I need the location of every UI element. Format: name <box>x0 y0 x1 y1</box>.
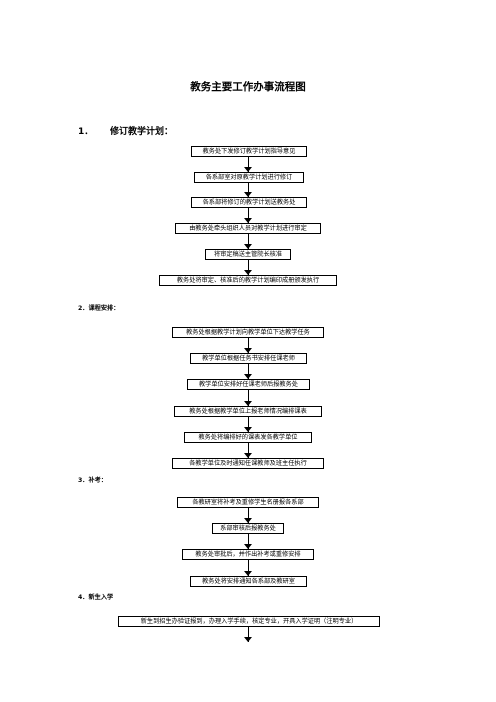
flow1-arrow-5 <box>244 260 252 275</box>
flow2-step-2: 教学单位根据任务书安排任课老师 <box>190 353 307 364</box>
page-title: 教务主要工作办事流程图 <box>190 81 306 93</box>
flow2-arrow-5 <box>244 443 252 458</box>
flow2-arrow-1 <box>244 338 252 353</box>
flow2-step-3: 教学单位安排好任课老师后报教务处 <box>187 379 310 390</box>
flow4-step-1: 新生到招生办验证报到，办理入学手续，核定专业，开具入学证明（注明专业） <box>118 616 380 627</box>
section-3-heading: 3．补考： <box>78 477 108 484</box>
flow2-step-6: 各教学单位及时通知任课教师及班主任执行 <box>172 458 324 469</box>
flow2-step-1: 教务处根据教学计划向教学单位下达教学任务 <box>172 327 324 338</box>
flow2-arrow-3 <box>244 390 252 406</box>
flow3-step-2: 系部审核后报教务处 <box>212 523 284 534</box>
flow1-arrow-4 <box>244 234 252 249</box>
flow1-arrow-1 <box>244 157 252 172</box>
section-1-number: 1． <box>78 127 94 137</box>
section-1-label: 修订教学计划： <box>110 127 174 137</box>
flow2-arrow-2 <box>244 364 252 379</box>
flow1-step-6: 教务处将审定、核准后的教学计划编印成册颁发执行 <box>159 275 337 286</box>
flow3-step-4: 教务处将安排通知各系部及教研室 <box>190 576 307 587</box>
flow3-arrow-3 <box>244 560 252 576</box>
flow4-arrow-1 <box>244 627 252 642</box>
section-2-heading: 2．课程安排： <box>78 305 120 312</box>
flow2-arrow-4 <box>244 417 252 432</box>
flow2-step-4: 教务处根据教学单位上报老师情况编排课表 <box>174 406 322 417</box>
flow1-arrow-3 <box>244 208 252 223</box>
flow3-step-3: 教务处审批后，并作出补考或重修安排 <box>182 549 314 560</box>
flow1-arrow-2 <box>244 183 252 197</box>
section-4-heading: 4．新生入学 <box>78 594 114 601</box>
flow3-step-1: 各教研室将补考及重修学生名册报各系部 <box>177 497 319 508</box>
flow3-arrow-2 <box>244 534 252 549</box>
flow1-step-5: 将审定稿送主管院长核准 <box>205 249 291 260</box>
flow1-step-2: 各系部室对原教学计划进行修订 <box>194 172 304 183</box>
flow1-step-1: 教务处下发修订教学计划指导意见 <box>191 146 307 157</box>
flow3-arrow-1 <box>244 508 252 523</box>
flow1-step-4: 由教务处牵头组织人员对教学计划进行审定 <box>175 223 321 234</box>
section-1-heading: 1． 修订教学计划： <box>78 124 173 137</box>
flow2-step-5: 教务处将编排好的课表发各教学单位 <box>184 432 312 443</box>
flow1-step-3: 各系部将修订的教学计划送教务处 <box>191 197 307 208</box>
